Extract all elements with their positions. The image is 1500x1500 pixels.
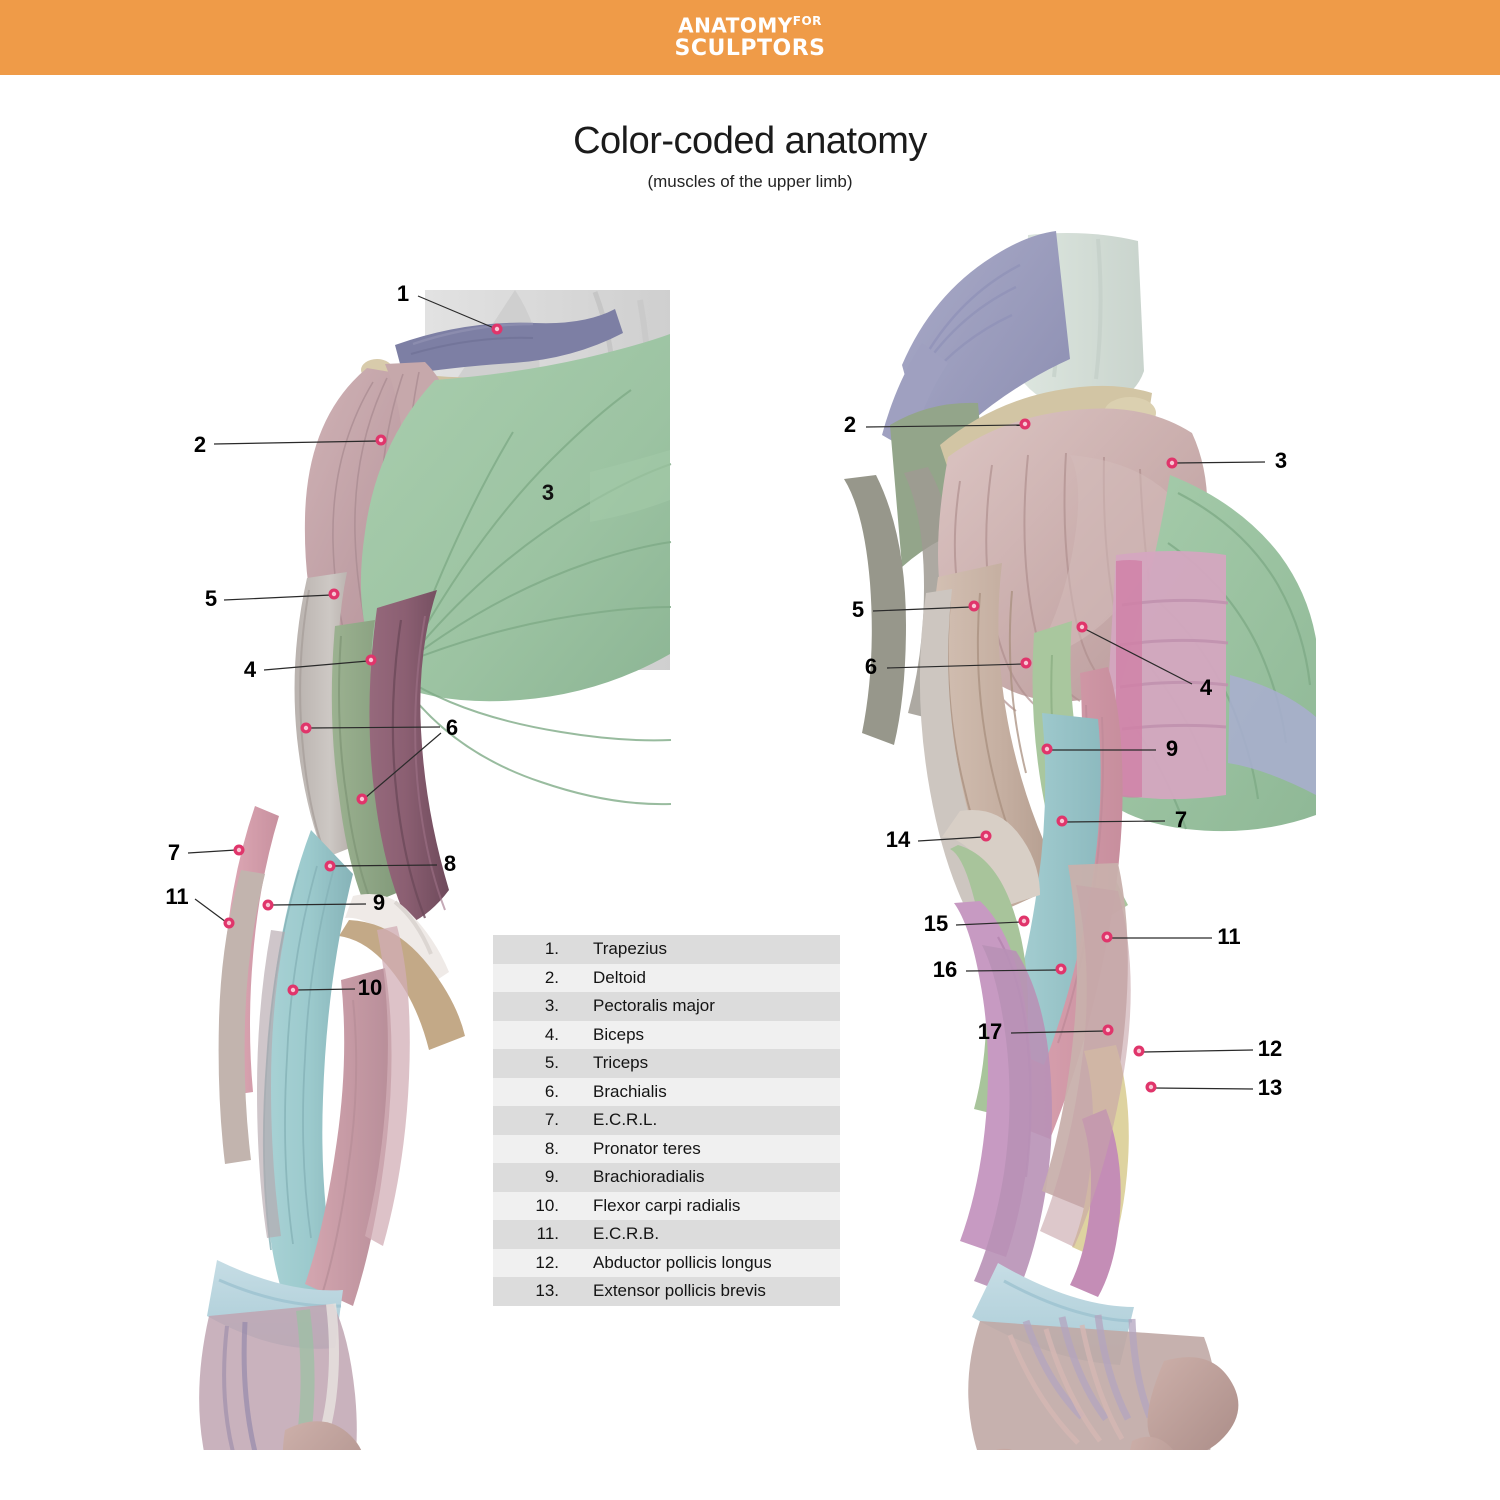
page-subtitle: (muscles of the upper limb) <box>647 172 853 191</box>
callout-label-p9: 9 <box>1165 736 1179 761</box>
callout-label-a9: 9 <box>372 890 386 915</box>
callout-label-a6: 6 <box>445 715 459 740</box>
callout-label-p15: 15 <box>923 911 949 936</box>
legend-row-number: 1. <box>493 935 573 964</box>
legend-row-number: 5. <box>493 1049 573 1078</box>
legend-row-name: Brachioradialis <box>573 1163 840 1192</box>
legend-row-name: Deltoid <box>573 963 840 992</box>
legend-row: 11.E.C.R.B. <box>493 1220 840 1249</box>
posterior-extensor-pollicis-brevis-muscle <box>1070 1109 1121 1297</box>
posterior-olecranon <box>942 809 1040 909</box>
legend-row-name: E.C.R.L. <box>573 1106 840 1135</box>
legend-row: 1.Trapezius <box>493 935 840 964</box>
anterior-ecrb-muscle <box>218 870 265 1164</box>
anterior-arm-figure <box>95 230 715 1450</box>
callout-label-p13: 13 <box>1257 1075 1283 1100</box>
anterior-trapezius-muscle <box>395 309 623 375</box>
anterior-hand <box>199 1303 362 1450</box>
posterior-forearm-fill <box>1040 885 1131 1247</box>
callout-label-a11: 11 <box>165 884 189 909</box>
callout-label-a8: 8 <box>443 851 457 876</box>
legend-row-name: Abductor pollicis longus <box>573 1248 840 1277</box>
legend-row: 9.Brachioradialis <box>493 1163 840 1192</box>
callout-label-p4: 4 <box>1199 675 1213 700</box>
legend-row-number: 4. <box>493 1020 573 1049</box>
legend-row-name: Trapezius <box>573 935 840 964</box>
legend-row-name: Biceps <box>573 1020 840 1049</box>
callout-label-p16: 16 <box>932 957 958 982</box>
legend-row-number: 12. <box>493 1248 573 1277</box>
logo-anatomy-text: ANATOMY <box>678 13 793 38</box>
callout-label-p11: 11 <box>1217 924 1241 949</box>
callout-label-a4: 4 <box>243 657 257 682</box>
legend-row: 2.Deltoid <box>493 963 840 992</box>
anatomy-for-sculptors-logo: ANATOMYFOR SCULPTORS <box>0 0 1500 75</box>
legend-row-number: 9. <box>493 1163 573 1192</box>
callout-label-a10: 10 <box>357 975 383 1000</box>
legend-row-name: Brachialis <box>573 1077 840 1106</box>
anterior-forearm-detail <box>257 926 410 1246</box>
anterior-brachioradialis-muscle <box>262 830 353 1312</box>
legend-row-number: 10. <box>493 1191 573 1220</box>
logo-line-2: SCULPTORS <box>674 35 826 61</box>
callout-label-a5: 5 <box>204 586 218 611</box>
legend-row: 10.Flexor carpi radialis <box>493 1191 840 1220</box>
posterior-arm-figure <box>830 225 1390 1450</box>
posterior-hand <box>968 1314 1239 1450</box>
callout-label-p14: 14 <box>885 827 911 852</box>
legend-row-name: Pectoralis major <box>573 992 840 1021</box>
callout-label-a7: 7 <box>167 840 181 865</box>
legend-row-number: 13. <box>493 1277 573 1306</box>
callout-label-p3: 3 <box>1274 448 1288 473</box>
callout-label-a2: 2 <box>193 432 207 457</box>
legend-row-number: 7. <box>493 1106 573 1135</box>
page-title: Color-coded anatomy <box>573 120 927 162</box>
callout-label-a1: 1 <box>396 281 410 306</box>
legend-row: 5.Triceps <box>493 1049 840 1078</box>
callout-label-p12: 12 <box>1257 1036 1283 1061</box>
legend-row-name: Pronator teres <box>573 1134 840 1163</box>
callout-label-p17: 17 <box>977 1019 1003 1044</box>
legend-row-name: E.C.R.B. <box>573 1220 840 1249</box>
callout-label-p6: 6 <box>864 654 878 679</box>
legend-row: 8.Pronator teres <box>493 1134 840 1163</box>
legend-row-name: Extensor pollicis brevis <box>573 1277 840 1306</box>
legend-row-number: 8. <box>493 1134 573 1163</box>
legend-row-name: Flexor carpi radialis <box>573 1191 840 1220</box>
legend-row: 12.Abductor pollicis longus <box>493 1248 840 1277</box>
legend-row-number: 3. <box>493 992 573 1021</box>
logo-line-1: ANATOMYFOR <box>678 15 822 36</box>
legend-row-number: 2. <box>493 963 573 992</box>
legend-row-name: Triceps <box>573 1049 840 1078</box>
legend-row-number: 11. <box>493 1220 573 1249</box>
callout-label-p2: 2 <box>843 412 857 437</box>
brand-bar: ANATOMYFOR SCULPTORS <box>0 0 1500 75</box>
legend-row: 4.Biceps <box>493 1020 840 1049</box>
legend-row-number: 6. <box>493 1077 573 1106</box>
callout-label-p7: 7 <box>1174 807 1188 832</box>
legend-row: 13.Extensor pollicis brevis <box>493 1277 840 1306</box>
callout-label-a3: 3 <box>541 480 555 505</box>
legend-row: 3.Pectoralis major <box>493 992 840 1021</box>
logo-for-text: FOR <box>792 14 822 29</box>
legend-row: 6.Brachialis <box>493 1077 840 1106</box>
legend-row: 7.E.C.R.L. <box>493 1106 840 1135</box>
callout-label-p5: 5 <box>851 597 865 622</box>
